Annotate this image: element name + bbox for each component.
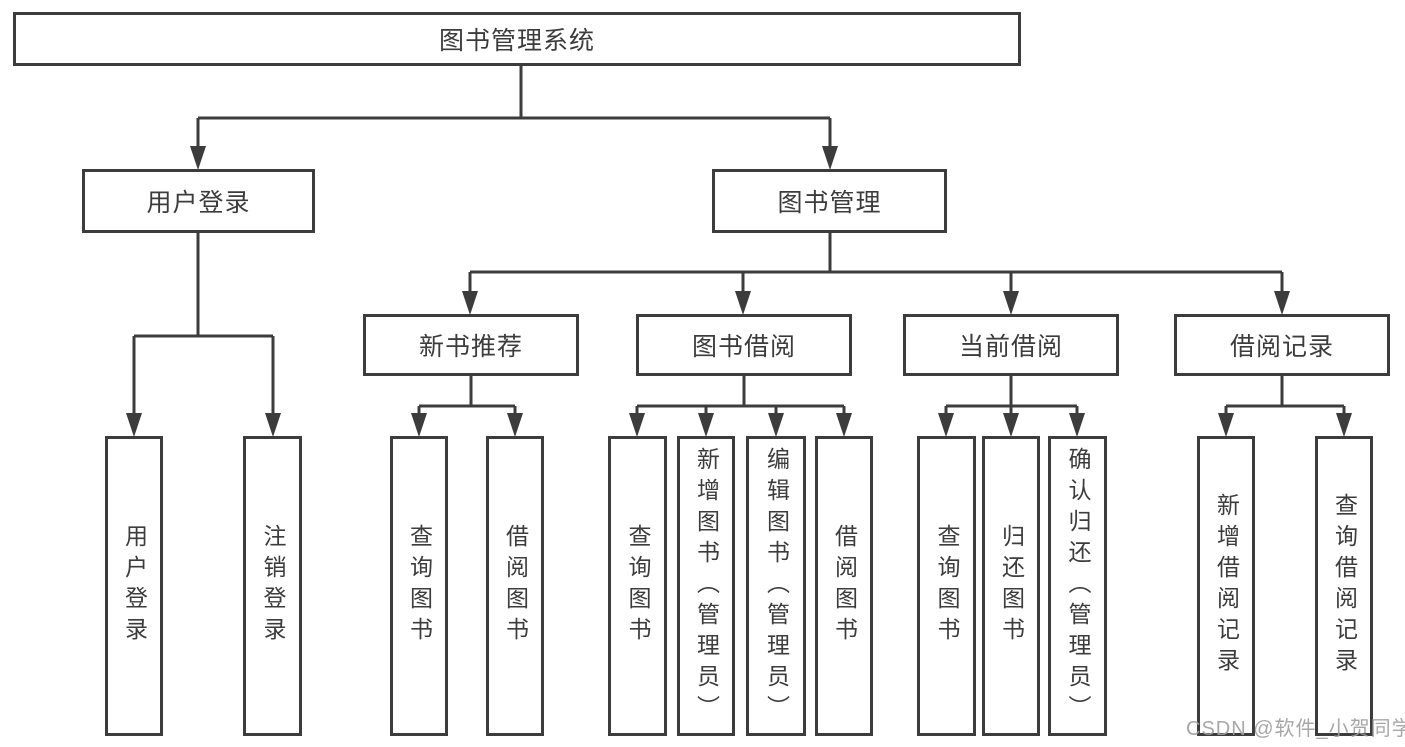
connector-user-login-children: [126, 233, 281, 437]
leaf-user-login: 用户登录: [105, 436, 163, 736]
connector-borrow-records-children: [1218, 376, 1352, 437]
node-root: 图书管理系统: [13, 12, 1021, 66]
node-book-management: 图书管理: [712, 169, 947, 233]
connector-current-borrow-children: [938, 376, 1085, 437]
leaf-edit-book-admin: 编辑图书（管理员）: [746, 436, 806, 736]
leaf-query-borrow-record: 查询借阅记录: [1315, 436, 1373, 736]
leaf-add-book-admin: 新增图书（管理员）: [677, 436, 735, 736]
leaf-confirm-return-admin: 确认归还（管理员）: [1048, 436, 1107, 736]
connector-book-management-children: [462, 233, 1290, 315]
node-book-borrowing: 图书借阅: [636, 314, 852, 376]
leaf-query-books-2: 查询图书: [608, 436, 667, 736]
connector-new-book-children: [411, 376, 523, 437]
connector-book-borrow-children: [629, 376, 852, 437]
leaf-return-book: 归还图书: [982, 436, 1040, 736]
leaf-query-books-3: 查询图书: [917, 436, 976, 736]
node-current-borrowing: 当前借阅: [903, 314, 1119, 376]
leaf-borrow-books-2: 借阅图书: [815, 436, 873, 736]
node-new-book-recommend: 新书推荐: [363, 314, 579, 376]
leaf-query-books: 查询图书: [390, 436, 448, 736]
leaf-logout: 注销登录: [243, 436, 302, 736]
watermark: CSDN @软件_小贺同学: [1186, 718, 1405, 740]
leaf-add-borrow-record: 新增借阅记录: [1197, 436, 1255, 736]
node-borrow-records: 借阅记录: [1174, 314, 1390, 376]
node-user-login: 用户登录: [82, 169, 315, 233]
leaf-borrow-books: 借阅图书: [486, 436, 544, 736]
connector-root-to-level2: [190, 66, 838, 170]
